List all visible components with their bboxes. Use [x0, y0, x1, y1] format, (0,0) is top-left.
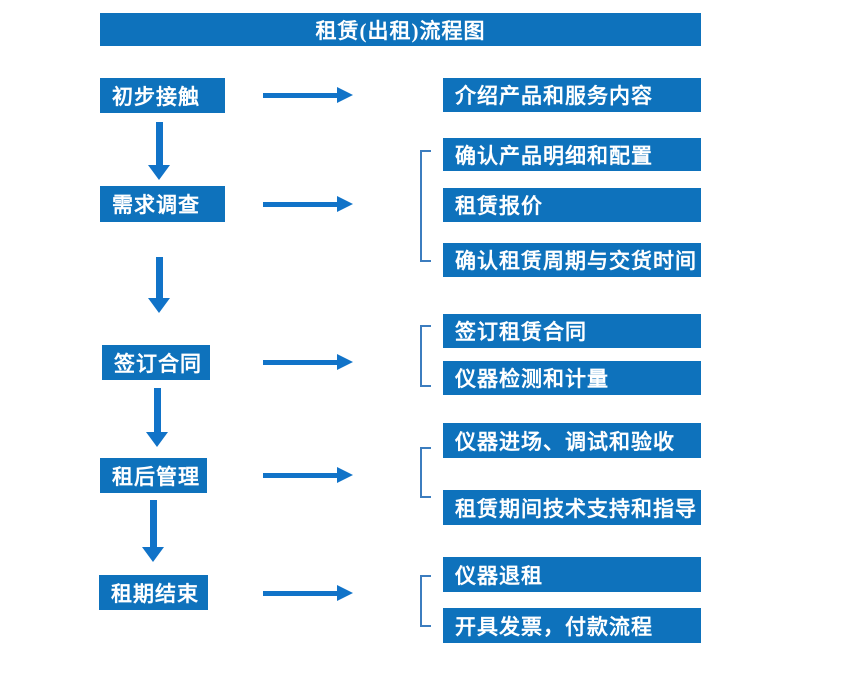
arrow-shaft — [155, 257, 163, 298]
detail-box-introduce-products: 介绍产品和服务内容 — [443, 78, 701, 112]
step-box-initial-contact: 初步接触 — [100, 78, 225, 113]
arrow-shaft — [263, 359, 337, 365]
arrow-head — [337, 585, 353, 601]
arrow-head — [337, 467, 353, 483]
arrow-right-icon-5 — [263, 585, 353, 601]
step-box-post-rental-management: 租后管理 — [100, 458, 207, 493]
detail-box-instrument-setup-acceptance: 仪器进场、调试和验收 — [443, 423, 701, 458]
arrow-shaft — [263, 201, 337, 207]
step-box-rental-end: 租期结束 — [99, 575, 208, 610]
arrow-right-icon-3 — [263, 354, 353, 370]
step-box-sign-contract: 签订合同 — [102, 345, 210, 380]
arrow-down-icon-4 — [142, 500, 164, 562]
arrow-head — [146, 432, 168, 447]
bracket-demand-survey-group — [420, 150, 431, 262]
detail-box-technical-support: 租赁期间技术支持和指导 — [443, 490, 701, 525]
detail-box-invoice-payment: 开具发票，付款流程 — [443, 608, 701, 643]
bracket-rental-end-group — [420, 575, 431, 627]
arrow-shaft — [155, 122, 163, 165]
detail-box-confirm-period-delivery: 确认租赁周期与交货时间 — [443, 243, 701, 277]
arrow-head — [337, 354, 353, 370]
detail-box-confirm-product-config: 确认产品明细和配置 — [443, 138, 701, 171]
bracket-sign-contract-group — [420, 325, 431, 387]
arrow-shaft — [149, 500, 157, 547]
arrow-head — [148, 165, 170, 180]
detail-box-instrument-testing: 仪器检测和计量 — [443, 361, 701, 395]
detail-box-rental-quotation: 租赁报价 — [443, 188, 701, 222]
arrow-shaft — [263, 590, 337, 596]
detail-box-instrument-return: 仪器退租 — [443, 557, 701, 592]
flowchart-title: 租赁(出租)流程图 — [100, 13, 701, 46]
arrow-shaft — [263, 472, 337, 478]
detail-box-sign-rental-contract: 签订租赁合同 — [443, 314, 701, 348]
arrow-head — [337, 87, 353, 103]
arrow-right-icon-2 — [263, 196, 353, 212]
arrow-head — [148, 298, 170, 313]
arrow-down-icon-2 — [148, 257, 170, 313]
arrow-head — [337, 196, 353, 212]
arrow-head — [142, 547, 164, 562]
arrow-shaft — [153, 388, 161, 432]
bracket-post-rental-group — [420, 447, 431, 498]
arrow-down-icon-1 — [148, 122, 170, 180]
arrow-right-icon-4 — [263, 467, 353, 483]
arrow-shaft — [263, 92, 337, 98]
arrow-down-icon-3 — [146, 388, 168, 447]
step-box-demand-survey: 需求调查 — [100, 186, 225, 222]
arrow-right-icon-1 — [263, 87, 353, 103]
